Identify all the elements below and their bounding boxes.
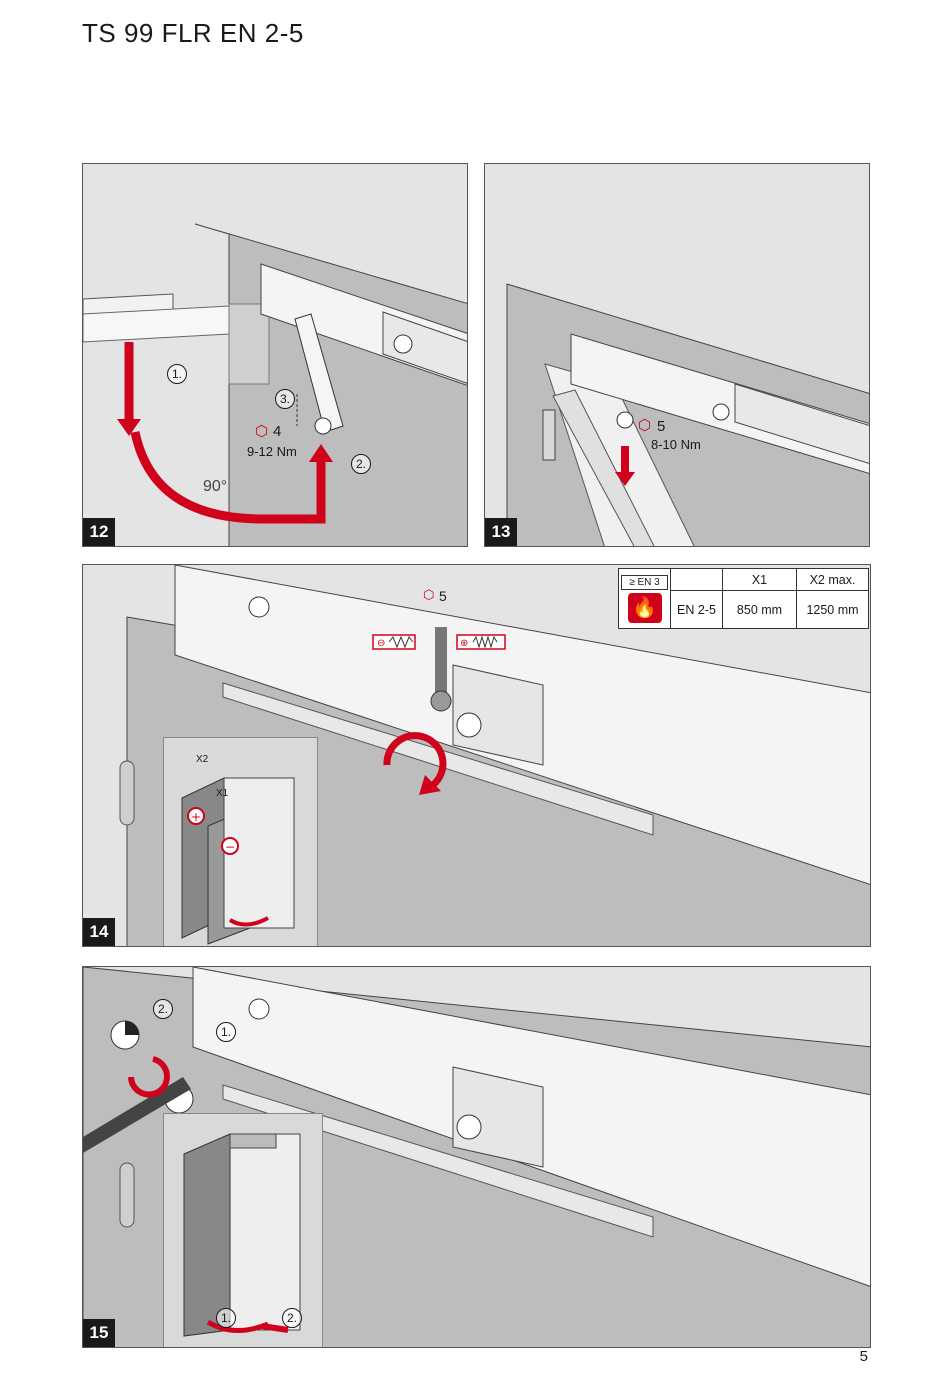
fire-icon: 🔥 xyxy=(627,592,662,623)
svg-text:+: + xyxy=(191,810,201,824)
step-15-panel: 2. 1. 1. 2. 15 xyxy=(82,966,871,1348)
door-close-diagram xyxy=(183,1133,301,1337)
inset-x2-label: X2 xyxy=(196,754,209,765)
hex-key-icon: ⬡ xyxy=(255,423,269,440)
step-14-badge: 14 xyxy=(83,918,115,946)
inset-x1-label: X1 xyxy=(216,788,229,799)
step-12-illustration xyxy=(83,223,467,546)
step-15-inset: 1. 2. xyxy=(163,1113,323,1347)
step-14-inset: + − X2 X1 xyxy=(163,737,318,946)
step-12-torque: 9-12 Nm xyxy=(247,444,297,459)
step-12-panel: 1. 3. 2. ⬡ 4 9-12 Nm 90° 12 xyxy=(82,163,468,547)
step-12-screw-ref: 4 xyxy=(273,423,282,440)
hex-key-icon: ⬡ xyxy=(423,587,435,602)
step-15-callout-2: 2. xyxy=(153,999,173,1019)
step-12-callout-2: 2. xyxy=(351,454,371,474)
page-number: 5 xyxy=(859,1348,868,1365)
step-14-panel: ⊖ ⊕ ⬡ 5 spring-minus-icon spring-plus-ic… xyxy=(82,564,871,947)
step-13-torque: 8-10 Nm xyxy=(651,437,701,452)
x2-value: 1250 mm xyxy=(796,590,869,629)
step-13-illustration xyxy=(506,283,869,546)
step-14-screw-ref: 5 xyxy=(439,588,447,604)
spec-table: ≥ EN 3 🔥 X1 X2 max. EN 2-5 850 mm 1250 m… xyxy=(618,568,869,629)
inset-callout-2: 2. xyxy=(282,1308,302,1328)
step-13-badge: 13 xyxy=(485,518,517,546)
step-12-callout-1: 1. xyxy=(167,364,187,384)
step-12-angle: 90° xyxy=(203,478,228,495)
step-13-panel: ⬡ 5 8-10 Nm 13 xyxy=(484,163,870,547)
step-15-badge: 15 xyxy=(83,1319,115,1347)
step-15-callout-1: 1. xyxy=(216,1022,236,1042)
inset-callout-1: 1. xyxy=(216,1308,236,1328)
svg-text:⊖: ⊖ xyxy=(377,638,385,649)
col-header-x2: X2 max. xyxy=(796,568,869,591)
x1-value: 850 mm xyxy=(722,590,797,629)
svg-text:⊕: ⊕ xyxy=(460,638,468,649)
step-12-callout-3: 3. xyxy=(275,389,295,409)
row-label: EN 2-5 xyxy=(670,590,723,629)
door-adjustment-diagram: + − xyxy=(181,777,295,945)
step-12-badge: 12 xyxy=(83,518,115,546)
col-header-x1: X1 xyxy=(722,568,797,591)
en-class-header: ≥ EN 3 xyxy=(621,574,668,590)
hex-key-icon: ⬡ xyxy=(638,417,652,434)
svg-text:−: − xyxy=(225,840,235,854)
step-13-screw-ref: 5 xyxy=(657,418,666,435)
page-title: TS 99 FLR EN 2-5 xyxy=(82,18,304,48)
